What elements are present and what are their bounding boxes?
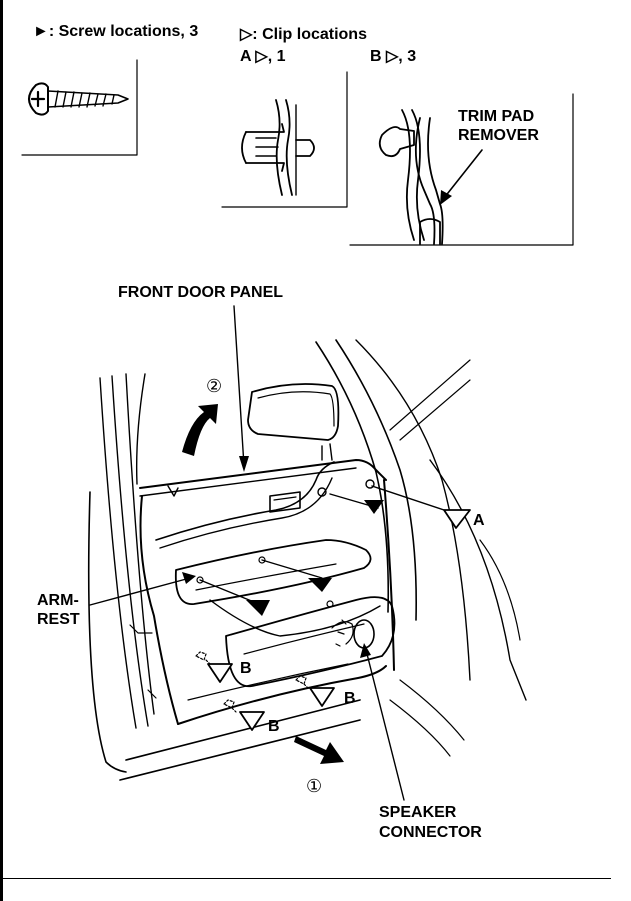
clip-a-count: A ▷, 1 <box>240 48 286 65</box>
screw-legend: ►: Screw locations, 3 <box>33 23 199 40</box>
screw-markers <box>246 500 384 616</box>
clip-b-label: B <box>268 718 280 735</box>
step-2-marker: ② <box>206 376 223 397</box>
clip-a-inset <box>221 71 348 208</box>
clip-b-label: B <box>344 690 356 707</box>
trim-pad-leader <box>443 149 483 199</box>
mirror-outline <box>247 383 340 441</box>
armrest-label-line1: ARM- <box>37 592 79 609</box>
movement-arrows <box>182 404 344 764</box>
screw-2-leader <box>261 559 323 579</box>
speaker-connector-leader <box>365 649 405 801</box>
clip-b-inset <box>349 93 574 246</box>
armrest-leader <box>89 577 191 606</box>
trim-pad-label-line1: TRIM PAD <box>458 108 535 125</box>
speaker-label-line1: SPEAKER <box>379 804 457 821</box>
front-door-panel-label: FRONT DOOR PANEL <box>118 284 284 301</box>
clip-a-icon <box>241 99 315 196</box>
trim-pad-label-line2: REMOVER <box>458 127 539 144</box>
page-bottom-rule <box>3 878 611 879</box>
clip-b-label: B <box>240 660 252 677</box>
clip-a-label: A <box>473 512 485 529</box>
inner-handle <box>269 491 301 513</box>
screw-icon <box>28 82 129 116</box>
lift-arrow-icon <box>182 404 218 456</box>
clip-b-count: B ▷, 3 <box>370 48 417 65</box>
clip-a-marker <box>443 509 471 529</box>
door-pocket <box>225 596 396 688</box>
clip-legend: ▷: Clip locations <box>240 26 367 43</box>
armrest-outline <box>174 539 372 605</box>
clip-b-icon <box>378 109 444 245</box>
screw-marker <box>364 500 384 514</box>
clip-b-marker <box>239 711 265 731</box>
step-1-marker: ① <box>306 776 323 797</box>
screw-inset <box>21 59 138 156</box>
clip-markers <box>207 509 471 731</box>
pull-arrow-icon <box>294 736 344 764</box>
screw-marker <box>246 600 270 616</box>
armrest-label-line2: REST <box>37 611 80 628</box>
screw-3-leader <box>199 579 255 603</box>
speaker-label-line2: CONNECTOR <box>379 824 482 841</box>
clip-a-leader <box>371 485 451 513</box>
front-door-panel-leader <box>233 305 245 467</box>
page-left-border <box>0 0 3 901</box>
clip-b-marker <box>309 687 335 707</box>
door-panel-assembly <box>87 339 527 781</box>
clip-b-marker <box>207 663 233 683</box>
screw-marker <box>308 578 332 592</box>
